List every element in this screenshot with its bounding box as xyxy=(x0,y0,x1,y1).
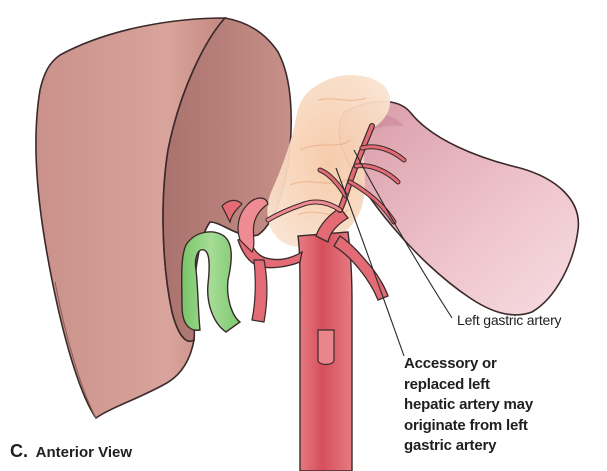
label-left-gastric-artery: Left gastric artery xyxy=(457,312,561,328)
label-accessory-line-5: gastric artery xyxy=(404,436,533,457)
portal-vein-body xyxy=(182,232,240,332)
panel-caption: C. Anterior View xyxy=(10,441,132,462)
gastroduodenal-artery xyxy=(252,260,267,322)
label-accessory-line-4: originate from left xyxy=(404,416,533,437)
portal-vein xyxy=(182,232,240,332)
label-accessory-line-3: hepatic artery may xyxy=(404,395,533,416)
label-accessory-line-1: Accessory or xyxy=(404,354,533,375)
panel-letter: C. xyxy=(10,441,28,461)
label-accessory-line-2: replaced left xyxy=(404,375,533,396)
label-accessory-hepatic-artery: Accessory or replaced left hepatic arter… xyxy=(404,354,533,457)
aorta xyxy=(298,232,352,471)
panel-view-label: Anterior View xyxy=(36,444,132,461)
renal-artery-stub xyxy=(318,330,334,365)
